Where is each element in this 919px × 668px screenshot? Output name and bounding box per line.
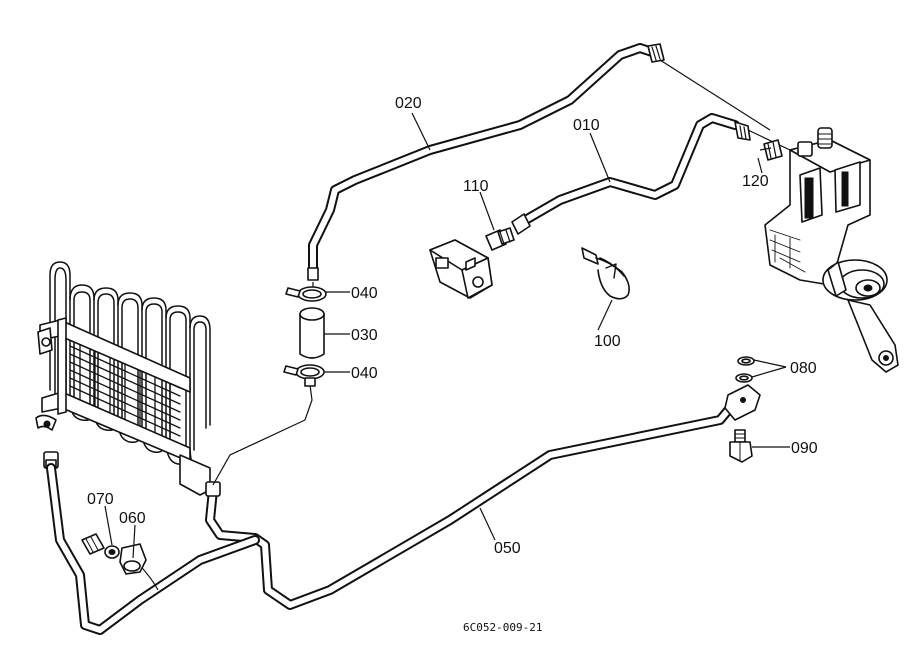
label-020: 020 (395, 95, 422, 112)
label-040-lower: 040 (351, 365, 378, 382)
part-labels: 020 010 110 120 040 030 040 100 080 090 … (87, 95, 818, 634)
label-060: 060 (119, 510, 146, 527)
pipe-010 (511, 113, 751, 235)
label-100: 100 (594, 333, 621, 350)
pipe-050 (46, 384, 761, 635)
pipe-020 (307, 43, 665, 281)
orings-080 (735, 356, 755, 383)
fittings-060-070 (81, 533, 147, 575)
label-120: 120 (742, 173, 769, 190)
label-030: 030 (351, 327, 378, 344)
label-110: 110 (463, 178, 489, 195)
compressor (764, 127, 899, 373)
valve-block (429, 227, 515, 299)
label-090: 090 (791, 440, 818, 457)
diagram-code: 6C052-009-21 (463, 621, 542, 634)
leader-lines (104, 112, 790, 559)
clip-100 (581, 247, 630, 300)
condenser (35, 261, 211, 496)
label-010: 010 (573, 117, 600, 134)
label-050: 050 (494, 540, 521, 557)
label-070: 070 (87, 491, 114, 508)
fitting-090 (729, 429, 753, 463)
fitting-120 (763, 139, 783, 161)
label-080: 080 (790, 360, 817, 377)
hose-assembly (283, 286, 327, 387)
label-040-upper: 040 (351, 285, 378, 302)
